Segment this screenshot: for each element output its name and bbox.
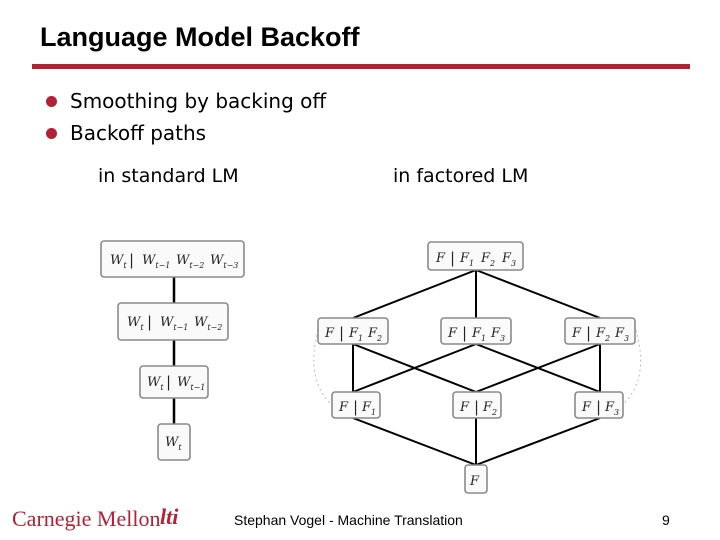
node-f-given-f2: F | F2 <box>452 391 502 419</box>
svg-text:F: F <box>571 326 582 341</box>
node-f-given-f1-f2: F | F1 F2 <box>317 317 389 345</box>
node-f-given-f1-f2-f3: F | F1 F2 F3 <box>427 241 524 271</box>
node-wt-given-wt1-wt2-wt3: Wt | Wt−1 Wt−2 Wt−3 <box>100 240 245 278</box>
node-f-given-f1: F | F1 <box>331 391 381 419</box>
svg-text:|: | <box>586 324 591 342</box>
svg-text:|: | <box>353 398 358 416</box>
bullet-dot-icon <box>46 127 57 139</box>
svg-text:|: | <box>596 398 601 416</box>
slide-title: Language Model Backoff <box>40 22 360 52</box>
bullet-dot-icon <box>46 95 57 107</box>
node-f-given-f3: F | F3 <box>574 391 624 419</box>
lti-logo: lti <box>160 504 179 529</box>
node-f: F <box>464 464 488 494</box>
node-wt-given-wt1: Wt | Wt−1 <box>139 365 209 399</box>
node-wt: Wt <box>157 423 191 461</box>
node-f-given-f2-f3: F | F2 F3 <box>564 317 636 345</box>
svg-text:F: F <box>581 400 592 415</box>
bullet-text: Smoothing by backing off <box>70 89 327 113</box>
svg-text:F: F <box>338 400 349 415</box>
bullet-text: Backoff paths <box>70 121 207 145</box>
svg-text:|: | <box>450 249 455 267</box>
svg-text:F: F <box>324 326 335 341</box>
title-divider <box>32 64 690 69</box>
svg-text:F: F <box>435 251 446 266</box>
standard-lm-label: in standard LM <box>98 165 239 187</box>
svg-text:|: | <box>462 324 467 342</box>
footer-author: Stephan Vogel - Machine Translation <box>234 512 463 528</box>
svg-text:Wt: Wt <box>127 315 144 332</box>
svg-text:F: F <box>469 474 480 489</box>
node-f-given-f1-f3: F | F1 F3 <box>440 317 512 345</box>
svg-text:F: F <box>459 400 470 415</box>
page-number: 9 <box>662 512 670 528</box>
svg-text:Wt: Wt <box>147 375 164 392</box>
svg-text:|: | <box>147 313 152 331</box>
svg-text:|: | <box>339 324 344 342</box>
bullet-backoff-paths: Backoff paths <box>46 121 206 145</box>
svg-text:|: | <box>474 398 479 416</box>
svg-text:F: F <box>447 326 458 341</box>
factored-lm-edges <box>352 269 601 466</box>
factored-lm-label: in factored LM <box>393 165 529 187</box>
svg-text:|: | <box>166 373 171 391</box>
svg-text:Wt: Wt <box>110 253 127 270</box>
svg-text:Wt: Wt <box>165 435 182 452</box>
bullet-smoothing: Smoothing by backing off <box>46 89 326 113</box>
svg-text:|: | <box>129 251 134 269</box>
carnegie-mellon-logo: Carnegie Mellon <box>12 506 161 531</box>
node-wt-given-wt1-wt2: Wt | Wt−1 Wt−2 <box>117 302 229 341</box>
